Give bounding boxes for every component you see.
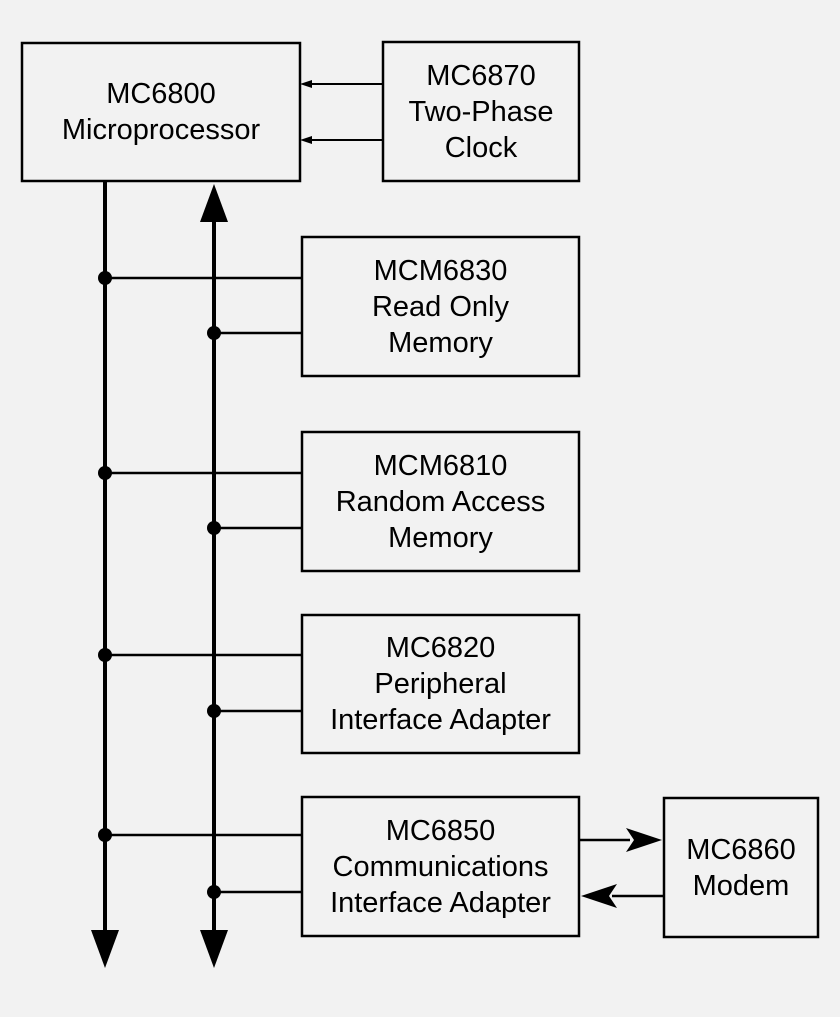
acia-box	[300, 795, 581, 938]
label-line: Interface Adapter	[330, 704, 551, 736]
ram-box	[300, 430, 581, 573]
label-line: MC6860	[686, 833, 796, 866]
address-bus	[91, 181, 119, 968]
modem-connections	[579, 828, 664, 908]
label-line: MCM6830	[373, 254, 508, 287]
label-line: Modem	[692, 869, 790, 902]
modem-box	[662, 796, 820, 939]
clock-box	[381, 40, 581, 183]
tap-dot	[98, 271, 112, 285]
mpu-box	[20, 41, 302, 183]
pia-label: MC6820 Peripheral Interface Adapter	[302, 615, 579, 753]
mpu-label: MC6800 Microprocessor	[22, 43, 300, 181]
rom-box	[300, 235, 581, 378]
tap-dot	[207, 326, 221, 340]
label-line: Memory	[388, 326, 493, 359]
pia-box	[300, 613, 581, 755]
label-line: Communications	[332, 850, 549, 883]
modem-label: MC6860 Modem	[664, 798, 818, 937]
rom-label: MCM6830 Read Only Memory	[302, 237, 579, 376]
label-line: Random Access	[335, 485, 546, 518]
acia-label: MC6850 Communications Interface Adapter	[302, 797, 579, 936]
label-line: Clock	[444, 131, 518, 164]
tap-dot	[207, 885, 221, 899]
label-line: MC6850	[385, 814, 496, 847]
label-line: MC6820	[385, 632, 496, 664]
label-line: Memory	[388, 521, 493, 554]
clock-connections	[300, 80, 383, 144]
tap-dot	[207, 704, 221, 718]
tap-dot	[98, 466, 112, 480]
label-line: Read Only	[371, 290, 509, 323]
tap-dot	[98, 648, 112, 662]
bus-taps	[98, 271, 302, 899]
data-bus	[200, 184, 228, 968]
label-line: MCM6810	[373, 449, 508, 482]
label-line: Peripheral	[374, 668, 507, 700]
clock-label: MC6870 Two-Phase Clock	[383, 42, 579, 181]
tap-dot	[98, 828, 112, 842]
label-line: Two-Phase	[408, 95, 554, 128]
tap-dot	[207, 521, 221, 535]
label-line: MC6800	[106, 78, 216, 110]
ram-label: MCM6810 Random Access Memory	[302, 432, 579, 571]
label-line: Interface Adapter	[330, 886, 551, 919]
label-line: Microprocessor	[61, 114, 261, 146]
label-line: MC6870	[426, 59, 536, 92]
